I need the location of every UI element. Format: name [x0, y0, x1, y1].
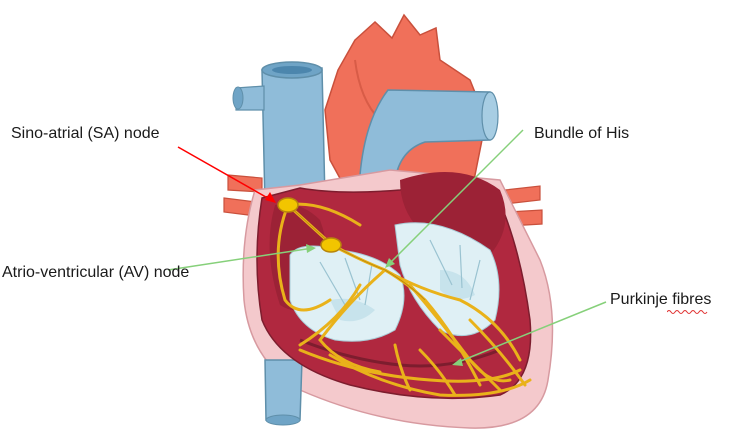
- bundle-of-his-label: Bundle of His: [534, 125, 630, 142]
- purkinje-fibres-pointer: [455, 301, 607, 364]
- sa-node-label: Sino-atrial (SA) node: [11, 125, 160, 142]
- av-node: [320, 237, 342, 253]
- sa-node-pointer: [177, 146, 274, 202]
- spellcheck-underline: [667, 310, 708, 314]
- av-node-pointer: [167, 247, 314, 271]
- purkinje-fibres-arrowhead: [452, 358, 463, 366]
- av-node-label: Atrio-ventricular (AV) node: [2, 264, 190, 281]
- av-node-arrowhead: [306, 244, 316, 253]
- pulmonary-veins-right: [504, 185, 543, 227]
- bundle-of-his-pointer: [387, 129, 524, 266]
- sa-node-arrowhead: [265, 192, 276, 203]
- superior-vena-cava: [232, 61, 326, 206]
- purkinje-fibres-label: Purkinje fibres: [610, 291, 712, 308]
- sa-node: [277, 197, 299, 213]
- bundle-of-his-arrowhead: [385, 258, 395, 268]
